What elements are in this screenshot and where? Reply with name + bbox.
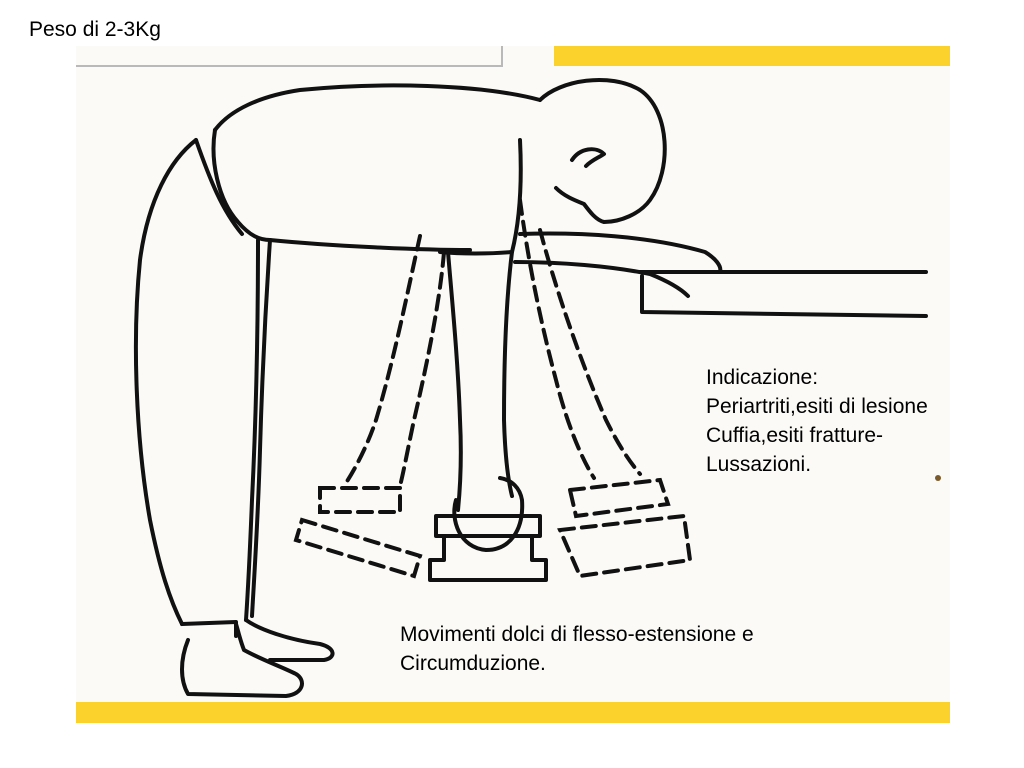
pants-seam <box>244 238 260 622</box>
head-outline <box>538 78 667 224</box>
sleeve <box>438 138 523 256</box>
foot-front <box>180 622 304 698</box>
dumbbell-bottom <box>428 534 548 582</box>
dashed-hand-left <box>318 486 402 514</box>
movement-line: Circumduzione. <box>400 652 546 675</box>
leg-back <box>133 138 198 626</box>
indication-line: Lussazioni. <box>706 453 812 476</box>
leg-front <box>250 238 272 618</box>
ankle-cuff <box>180 620 238 638</box>
figure-dashed-lines <box>293 198 693 579</box>
back-line <box>213 83 542 132</box>
ear <box>570 147 606 168</box>
dashed-dumbbell-left <box>293 517 423 579</box>
indication-line: Periartriti,esiti di lesione <box>706 395 928 418</box>
resting-arm-top <box>518 231 723 274</box>
dashed-arm-right-inner <box>538 228 642 476</box>
dashed-hand-right <box>567 477 671 519</box>
movement-text: Movimenti dolci di flesso-estensione e C… <box>400 620 754 678</box>
dashed-arm-left-inner <box>398 250 446 488</box>
top-divider-vertical <box>501 46 503 67</box>
paper-speck <box>935 475 941 481</box>
fist <box>452 476 525 552</box>
indication-line: Cuffia,esiti fratture- <box>706 424 884 447</box>
table-side <box>640 274 928 318</box>
slide-title: Peso di 2-3Kg <box>29 18 161 41</box>
bottom-accent-bar <box>76 702 950 723</box>
indication-line: Indicazione: <box>706 366 819 389</box>
foot-back <box>244 618 335 662</box>
movement-line: Movimenti dolci di flesso-estensione e <box>400 623 754 646</box>
indication-text: Indicazione: Periartriti,esiti di lesion… <box>706 363 928 479</box>
top-divider <box>76 65 502 67</box>
dashed-arm-left-outer <box>342 234 422 488</box>
top-accent-bar <box>554 46 950 66</box>
dashed-dumbbell-right <box>557 513 693 579</box>
dumbbell-top <box>434 514 542 538</box>
illustration-panel <box>76 46 950 723</box>
resting-arm-bottom <box>513 260 690 298</box>
shirt-hem <box>268 238 472 252</box>
arm-front-right <box>502 250 514 498</box>
arm-front-left <box>446 250 463 512</box>
dashed-arm-right-outer <box>518 198 596 480</box>
waist-band <box>194 138 244 236</box>
shirt-bottom <box>211 128 272 242</box>
